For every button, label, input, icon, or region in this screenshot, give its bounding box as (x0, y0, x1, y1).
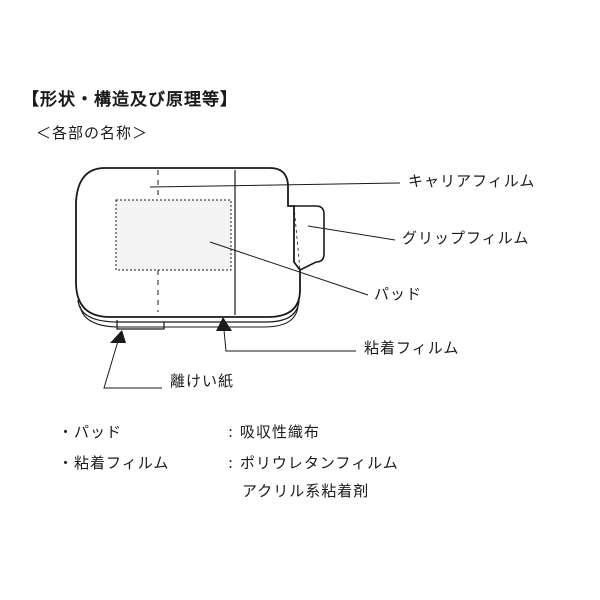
leader-release (103, 340, 162, 389)
label-adhesive-film: 粘着フィルム (364, 339, 460, 357)
section-heading: 【形状・構造及び原理等】 (22, 90, 238, 110)
bottom-layer-2 (77, 299, 300, 323)
grip-fold-line (293, 205, 301, 271)
spec-pad-name: ・パッド (58, 423, 123, 441)
release-paper-tab (116, 320, 165, 330)
label-release-paper: 離けい紙 (170, 372, 235, 390)
leader-adhesive (223, 329, 356, 352)
bottom-layer-3 (79, 305, 299, 328)
arrow-release (110, 330, 126, 343)
spec-adhesive-material-2: アクリル系粘着剤 (242, 482, 370, 500)
spec-adhesive-material: : ポリウレタンフィルム (228, 454, 399, 472)
parts-subheading: ＜各部の名称＞ (36, 124, 149, 142)
grip-film-tab (294, 205, 325, 271)
arrow-adhesive (216, 317, 232, 331)
label-carrier-film: キャリアフィルム (408, 172, 536, 190)
spec-pad-material: : 吸収性織布 (228, 423, 320, 441)
label-pad: パッド (374, 285, 423, 303)
leader-pad (209, 241, 369, 296)
label-grip-film: グリップフィルム (402, 229, 530, 247)
spec-adhesive-name: ・粘着フィルム (58, 454, 170, 472)
leader-grip (307, 225, 396, 241)
pad-rect (115, 199, 232, 271)
leader-carrier (149, 182, 401, 188)
